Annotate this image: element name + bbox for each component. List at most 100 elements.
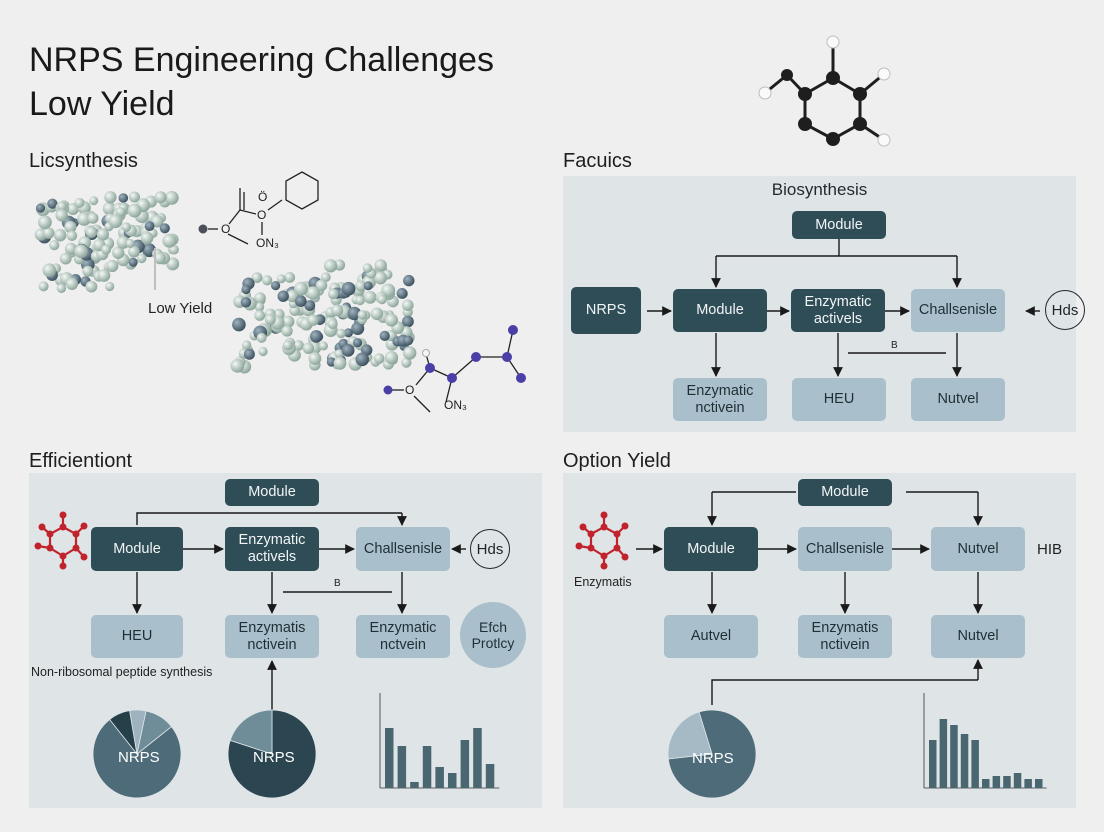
protein-bead [55, 209, 68, 222]
protein-bead [357, 310, 368, 320]
bl-enzymatic-box: Enzymatic activels [225, 527, 319, 571]
protein-bead [363, 281, 373, 291]
protein-bead [89, 196, 99, 206]
protein-bead [53, 228, 67, 242]
protein-cluster-2 [230, 259, 417, 374]
protein-bead [96, 228, 109, 241]
formula-1-group: ON₃ [256, 236, 279, 250]
protein-bead [403, 346, 417, 360]
protein-bead [230, 358, 245, 373]
protein-bead [284, 272, 296, 283]
protein-bead [64, 220, 77, 234]
protein-bead [241, 284, 251, 295]
bar [1013, 773, 1022, 788]
protein-bead [353, 338, 363, 348]
protein-bead [151, 215, 164, 228]
protein-bead [115, 207, 126, 217]
protein-bead [243, 348, 255, 360]
protein-bead [129, 191, 140, 203]
protein-bead [106, 259, 119, 273]
pie-2-label: NRPS [253, 749, 295, 766]
protein-bead [258, 346, 268, 357]
protein-bead [341, 281, 356, 296]
tr-row2-box-3: Nutvel [911, 378, 1005, 421]
protein-bead [144, 221, 155, 232]
title-line-2: Low Yield [29, 85, 175, 123]
protein-bead [87, 212, 99, 224]
protein-bead [254, 310, 266, 321]
protein-bead [341, 344, 355, 357]
protein-bead [385, 313, 398, 327]
page-title: NRPS Engineering Challenges Low Yield [29, 38, 494, 126]
bl-b-label: B [334, 578, 341, 589]
protein-bead [136, 253, 147, 264]
svg-text:Ö: Ö [258, 190, 267, 204]
bar [473, 728, 482, 788]
br-enzymatis-label: Enzymatis [574, 575, 632, 589]
bar [992, 776, 1001, 788]
protein-bead [153, 252, 166, 265]
protein-bead [379, 330, 390, 341]
protein-bead [105, 281, 115, 292]
protein-bead [331, 304, 344, 317]
br-hib-label: HIB [1037, 541, 1063, 558]
pie-slice [229, 709, 273, 755]
pie-3-label: NRPS [692, 750, 734, 767]
protein-bead [42, 227, 55, 239]
pie-slice [667, 711, 713, 760]
section-heading-br: Option Yield [563, 450, 671, 472]
protein-bead [336, 328, 346, 339]
protein-bead [256, 332, 267, 343]
bar [960, 734, 969, 788]
protein-bead [355, 295, 365, 306]
tr-module-box: Module [673, 289, 767, 332]
protein-bead [65, 277, 79, 290]
protein-bead [320, 272, 331, 283]
protein-bead [402, 315, 414, 328]
bar [410, 782, 419, 788]
protein-bead [164, 191, 179, 205]
bar [1035, 779, 1043, 788]
tr-hds-circle: Hds [1045, 290, 1085, 330]
bar [397, 746, 407, 788]
protein-bead [97, 269, 111, 282]
svg-text:O: O [257, 208, 266, 222]
protein-bead [254, 292, 266, 304]
tr-row2-box-1: Enzymatic nctivein [673, 378, 767, 421]
protein-bead [57, 201, 67, 212]
bar [385, 728, 394, 788]
protein-bead [101, 244, 112, 255]
protein-bead [351, 322, 365, 335]
protein-bead [307, 314, 319, 326]
protein-bead [242, 340, 252, 350]
protein-bead [374, 271, 387, 285]
protein-bead [282, 315, 295, 328]
bl-efch-circle: Efch Protlcy [460, 602, 526, 668]
protein-bead [82, 265, 94, 277]
bl-row2-box-2: Enzymatis nctivein [225, 615, 319, 658]
bar [485, 764, 495, 788]
bar [422, 746, 432, 788]
br-row2-box-2: Enzymatis nctivein [798, 615, 892, 658]
protein-bead [125, 238, 135, 248]
pie-1-label: NRPS [118, 749, 160, 766]
protein-bead [140, 231, 154, 245]
protein-bead [306, 286, 320, 300]
protein-bead [66, 230, 78, 241]
protein-bead [323, 259, 338, 273]
protein-bead [254, 302, 265, 312]
protein-bead [281, 325, 293, 337]
protein-bead [162, 233, 177, 248]
tr-enzymatic-box: Enzymatic activels [791, 289, 885, 332]
protein-bead [363, 290, 377, 304]
protein-bead [327, 318, 338, 330]
protein-bead [77, 212, 91, 226]
bl-challenge-box: Challsenisle [356, 527, 450, 571]
protein-bead [401, 357, 412, 368]
bar [939, 719, 948, 788]
